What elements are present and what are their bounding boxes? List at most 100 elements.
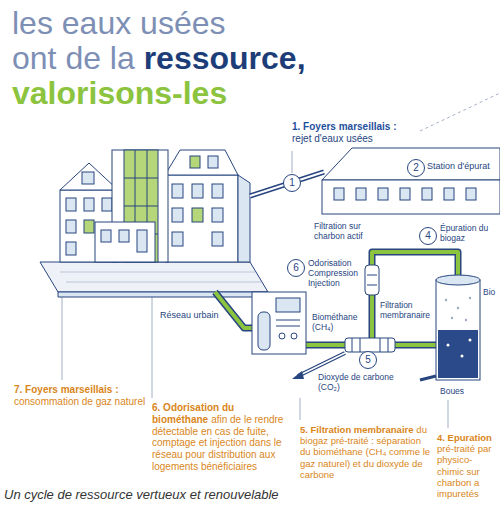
part-label-text: Filtration sur charbon actif — [314, 221, 363, 241]
callout-heading: 4. Epuration — [437, 432, 498, 443]
building-illustration — [60, 150, 250, 262]
caption: Un cycle de ressource vertueux et renouv… — [4, 487, 279, 502]
digester-tank-part — [445, 299, 447, 301]
callout-text: 7. Foyers marseillais :consommation de g… — [14, 384, 146, 408]
digester-tank-part — [465, 319, 467, 321]
part-label: Bio — [483, 287, 499, 297]
part-label-text: Odorisation Compression Injection — [308, 258, 358, 288]
digester-tank-part — [447, 344, 450, 347]
building-illustration-part — [172, 232, 183, 246]
building-illustration-part — [84, 198, 94, 211]
part-label: Station d'épurat — [427, 161, 499, 172]
leader-line-part — [420, 93, 500, 131]
part-label-text: Épuration du biogaz — [440, 223, 488, 243]
digester-tank-part — [469, 339, 472, 342]
callout-number: 6 — [287, 259, 305, 277]
membrane-filter-part — [380, 338, 381, 352]
treatment-station-part — [356, 188, 366, 200]
building-illustration-part — [95, 222, 155, 262]
treatment-station-part — [466, 188, 476, 200]
building-illustration-part — [60, 163, 118, 190]
part-label-text: Boues — [440, 386, 464, 396]
odorisation-cabinet-part — [291, 333, 297, 339]
membrane-filter-part — [388, 338, 389, 352]
part-label: Odorisation Compression Injection — [308, 258, 364, 288]
callout-number-text: 2 — [413, 162, 419, 173]
building-illustration-part — [212, 184, 223, 198]
building-illustration-part — [124, 206, 158, 207]
callout-number-text: 4 — [425, 230, 431, 241]
membrane-filter — [345, 338, 395, 352]
building-illustration-part — [165, 175, 238, 262]
membrane-filter-part — [352, 338, 353, 352]
part-label-text: Biométhane (CH₄) — [312, 312, 357, 332]
part-label-text: Filtration membranaire — [380, 300, 430, 320]
treatment-station-part — [378, 188, 388, 200]
callout-text: 4. Epurationpré-traité par physico-chimi… — [437, 432, 498, 499]
treatment-station-part — [322, 180, 500, 214]
digester-tank — [420, 275, 480, 380]
ground-slab-part — [40, 262, 268, 292]
callout-heading: 7. Foyers marseillais : — [14, 384, 146, 396]
ground-slab — [40, 262, 268, 297]
wastewater-pipe-part — [250, 172, 324, 196]
ground-slab-part — [60, 272, 255, 273]
callout-text: 6. Odorisation du biométhaneafin de le r… — [152, 402, 295, 473]
building-illustration-part — [66, 242, 76, 255]
callout-number: 2 — [407, 159, 425, 177]
odorisation-cabinet-part — [276, 298, 300, 312]
building-illustration-part — [119, 230, 129, 242]
callout-body: pré-traité par physico-chimic sur charbo… — [437, 443, 498, 499]
digester-tank-part — [451, 317, 453, 319]
gas-pipe-part — [215, 292, 254, 328]
digester-tank-part — [461, 355, 464, 358]
part-label-text: Station d'épurat — [427, 161, 490, 171]
building-illustration-part — [190, 156, 200, 168]
part-label: Filtration sur charbon actif — [314, 221, 368, 241]
building-illustration-part — [172, 184, 183, 198]
building-illustration-part — [102, 198, 112, 211]
callout-heading: 1. Foyers marseillais : — [292, 121, 442, 133]
building-illustration-part — [192, 208, 203, 222]
title: les eaux usées ont de la ressource, valo… — [12, 6, 306, 111]
gas-pipe-part — [215, 292, 254, 328]
callout-body: rejet d'eaux usées — [292, 133, 442, 145]
odorisation-cabinet-part — [252, 292, 306, 354]
part-label-text: Dioxyde de carbone (CO₂) — [318, 372, 394, 392]
part-label: Épuration du biogaz — [440, 223, 498, 243]
treatment-station-part — [444, 188, 454, 200]
odorisation-cabinet — [252, 292, 306, 354]
building-illustration-part — [165, 150, 238, 175]
part-label: Dioxyde de carbone (CO₂) — [318, 372, 414, 392]
treatment-station-part — [400, 188, 410, 200]
treatment-station-part — [334, 188, 344, 200]
leader-line-part — [292, 151, 293, 173]
gas-pipe — [215, 252, 458, 345]
part-label-text: Réseau urbain — [160, 310, 219, 320]
digester-tank-part — [436, 280, 480, 380]
callout-number: 4 — [419, 227, 437, 245]
digester-tank-part — [436, 275, 480, 285]
leader-line-part — [62, 296, 63, 380]
membrane-filter-part — [345, 338, 395, 352]
wastewater-pipe — [250, 172, 324, 196]
leader-line-part — [300, 398, 301, 420]
digester-tank-part — [438, 330, 478, 378]
building-illustration-part — [212, 232, 223, 246]
building-illustration-part — [82, 172, 94, 184]
treatment-station-part — [422, 188, 432, 200]
digester-tank-part — [457, 307, 459, 309]
building-illustration-part — [66, 220, 76, 233]
charcoal-filter — [365, 265, 379, 295]
leader-line — [62, 93, 500, 428]
callout-body: consommation de gaz naturel — [14, 396, 146, 408]
building-illustration-part — [101, 230, 111, 242]
part-label-text: Bio — [483, 287, 495, 297]
digester-tank-part — [469, 297, 471, 299]
building-illustration-part — [208, 156, 218, 168]
charcoal-filter-part — [367, 275, 377, 276]
building-illustration-part — [212, 208, 223, 222]
part-label: Filtration membranaire — [380, 300, 434, 320]
co2-pipe-part — [292, 371, 304, 379]
